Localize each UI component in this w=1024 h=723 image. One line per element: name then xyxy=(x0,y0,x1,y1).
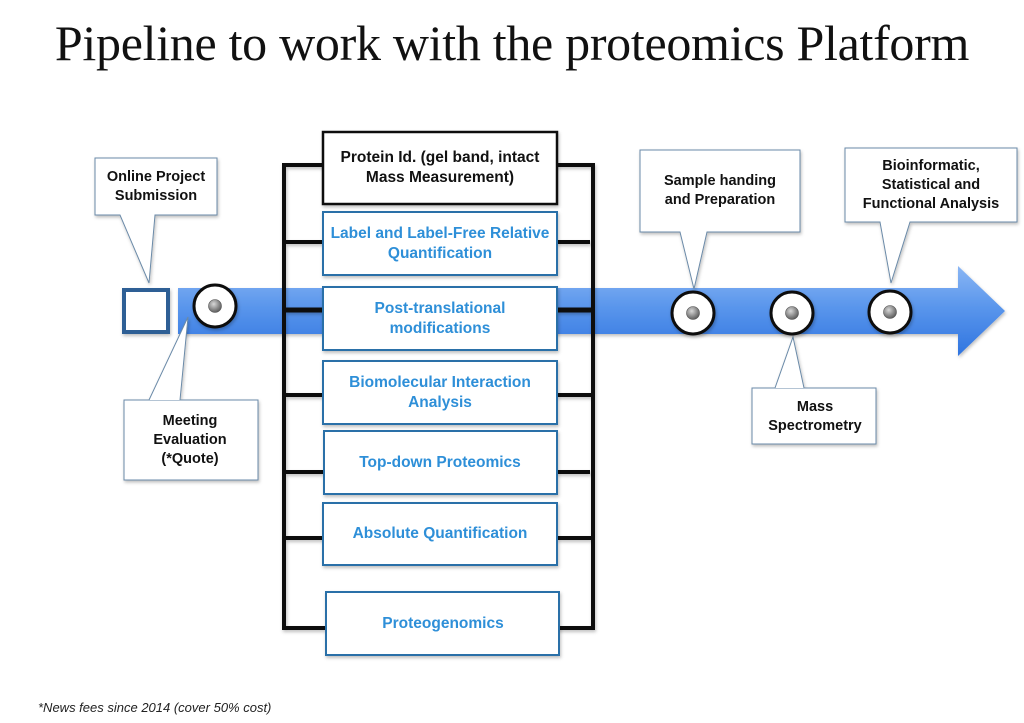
callout-online-submission-shape xyxy=(94,157,218,284)
service-box-proteogenomics: Proteogenomics xyxy=(382,614,504,632)
start-square xyxy=(122,288,170,334)
service-box-absolute-quant: Absolute Quantification xyxy=(352,525,528,542)
service-bracket xyxy=(282,163,595,630)
milestone-1 xyxy=(192,283,238,329)
callout-meeting-evaluation-shape xyxy=(123,316,259,481)
service-box-biomolecular: Biomolecular Interaction Analysis xyxy=(349,373,531,411)
milestone-3 xyxy=(769,290,815,336)
service-box-top-down: Top-down Proteomics xyxy=(359,453,521,471)
callout-sample-handling: Sample handing and Preparation xyxy=(664,173,776,208)
page-title: Pipeline to work with the proteomics Pla… xyxy=(54,15,970,71)
service-box-protein-id: Protein Id. (gel band, intact Mass Measu… xyxy=(340,149,540,186)
service-box-5-shape xyxy=(322,502,558,566)
callout-online-submission: Online Project Submission xyxy=(106,169,206,204)
service-box-label-free-quant: Label and Label-Free Relative Quantifica… xyxy=(330,224,550,262)
service-box-3-shape xyxy=(322,360,558,425)
callout-bioinformatic-shape xyxy=(844,147,1018,284)
service-box-1-shape xyxy=(322,211,558,276)
service-box-0-shape xyxy=(321,130,559,206)
service-box-6-shape xyxy=(325,591,560,656)
milestone-4 xyxy=(867,289,913,335)
callout-bioinformatic: Bioinformatic, Statistical and Functiona… xyxy=(862,157,1000,212)
callout-meeting-evaluation: Meeting Evaluation (*Quote) xyxy=(153,412,227,467)
footnote: *News fees since 2014 (cover 50% cost) xyxy=(38,700,272,715)
service-box-ptm: Post-translational modifications xyxy=(374,299,506,337)
callout-mass-spectrometry-shape xyxy=(751,335,877,445)
callout-sample-handling-shape xyxy=(639,149,801,290)
service-box-4-shape xyxy=(323,430,558,495)
milestone-2 xyxy=(670,290,716,336)
callout-mass-spectrometry: Mass Spectrometry xyxy=(768,399,862,434)
service-box-2-shape xyxy=(322,286,558,351)
